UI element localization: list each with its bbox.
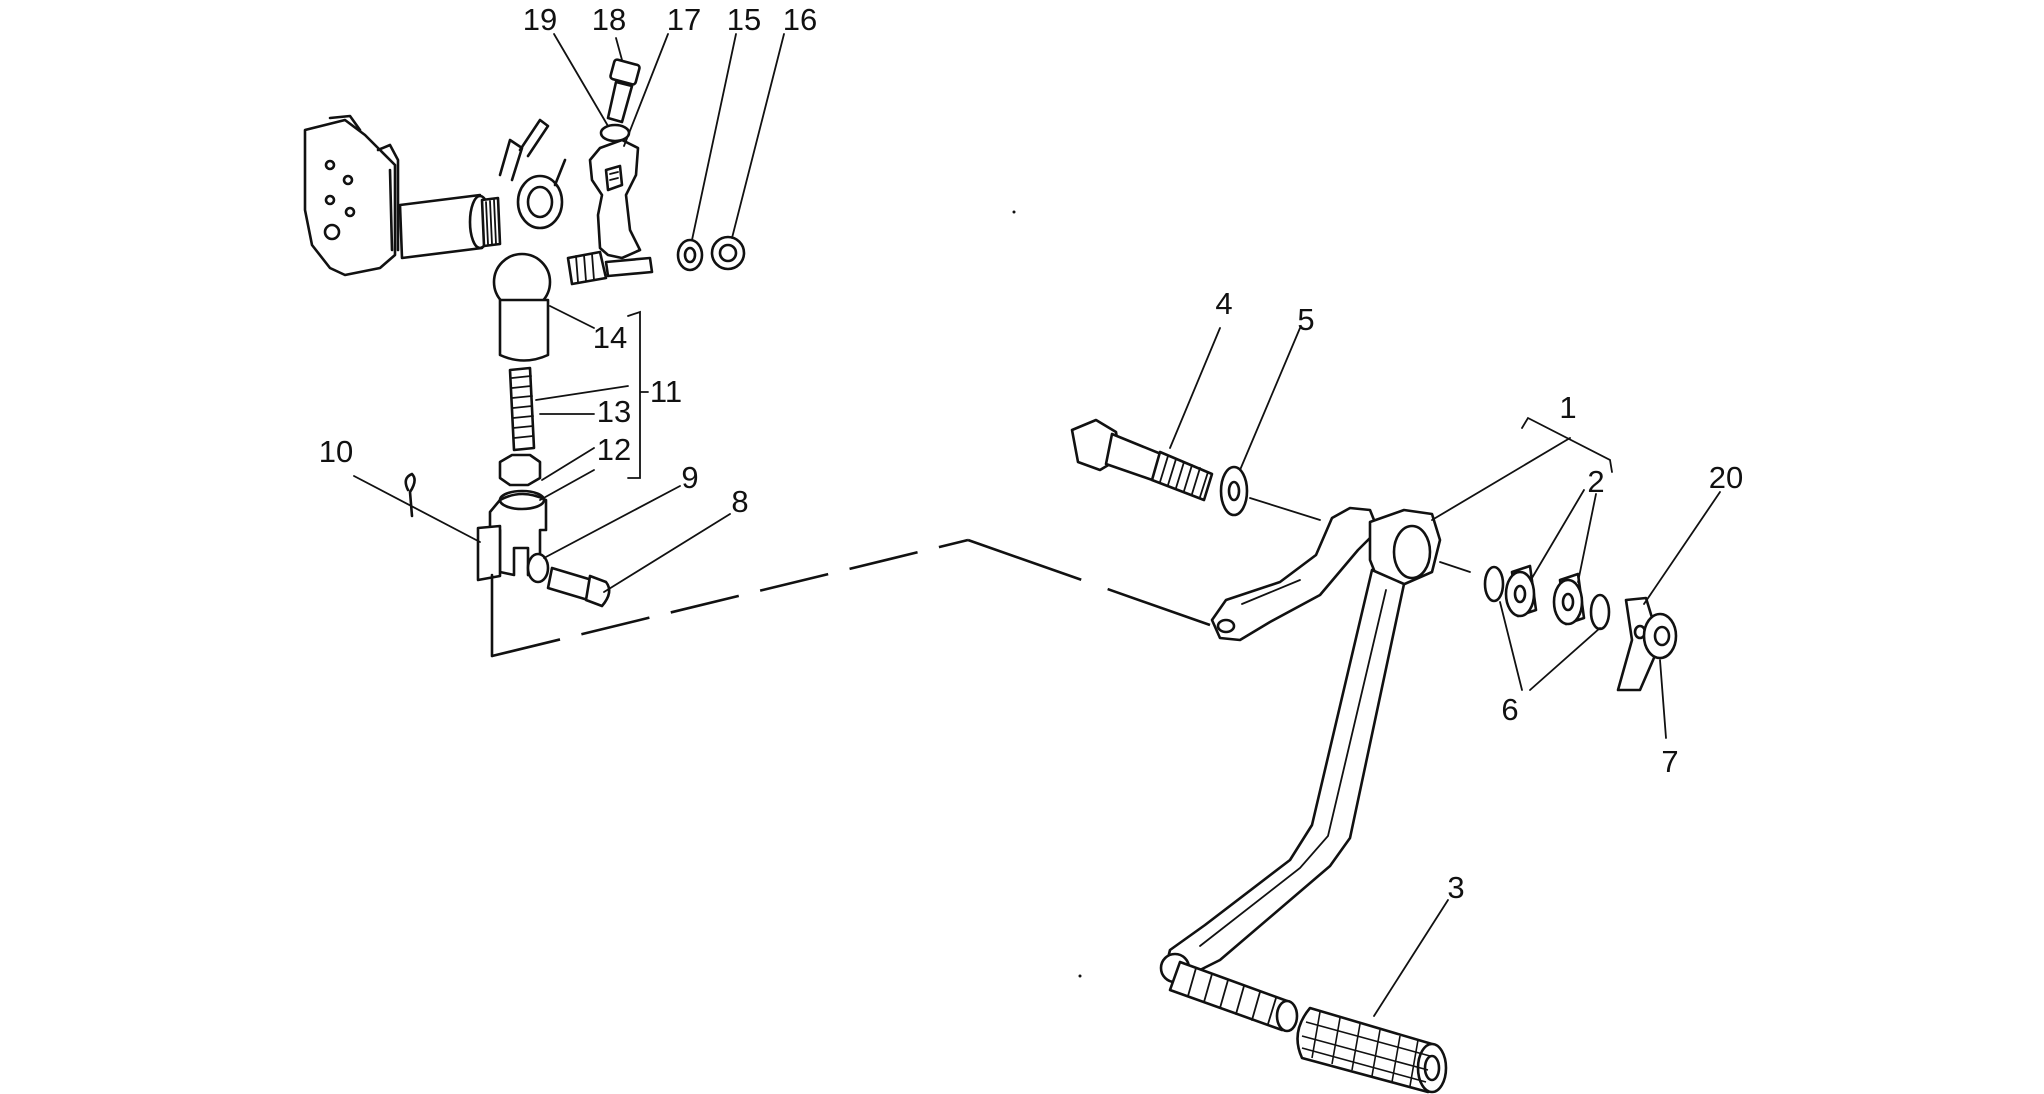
- callout-8: 8: [731, 484, 748, 519]
- nut-7: [1642, 612, 1678, 660]
- nut-12: [498, 453, 542, 487]
- selector-shaft-assembly: [303, 114, 567, 277]
- bolt-18: [606, 58, 641, 124]
- callout-2: 2: [1587, 464, 1604, 499]
- callout-4: 4: [1215, 286, 1232, 321]
- selector-lever: [588, 138, 642, 260]
- callout-9: 9: [681, 460, 698, 495]
- callout-6: 6: [1501, 692, 1518, 727]
- bushing-2b: [1552, 572, 1586, 626]
- callout-5: 5: [1297, 302, 1314, 337]
- callout-12: 12: [597, 432, 631, 467]
- linkage-line-2: [967, 538, 1211, 627]
- callout-16: 16: [783, 2, 817, 37]
- callout-13: 13: [597, 394, 631, 429]
- foot-peg-shaft: [1168, 960, 1299, 1033]
- leader-lines: [353, 33, 1721, 1017]
- callout-20: 20: [1709, 460, 1743, 495]
- brake-pedal-lever: [1159, 506, 1442, 984]
- clevis: [476, 489, 548, 582]
- linkage-line: [491, 538, 969, 658]
- callout-10: 10: [319, 434, 353, 469]
- washer-5: [1219, 465, 1249, 517]
- nut-16: [710, 235, 746, 271]
- washer-9: [526, 552, 550, 584]
- ball-joint-stud: [566, 250, 654, 286]
- circlip-6b: [1589, 593, 1611, 631]
- pivot-bolt-4: [1070, 418, 1214, 502]
- circlip-6a: [1483, 565, 1505, 603]
- callout-18: 18: [592, 2, 626, 37]
- callout-19: 19: [523, 2, 557, 37]
- ball-socket-14: [492, 252, 552, 362]
- callout-15: 15: [727, 2, 761, 37]
- clevis-pin-8: [546, 566, 611, 608]
- callout-11: 11: [650, 374, 682, 409]
- threaded-rod-13: [508, 366, 536, 452]
- callout-7: 7: [1661, 744, 1678, 779]
- bushing-2a: [1504, 564, 1538, 618]
- callout-17: 17: [667, 2, 701, 37]
- callout-1: 1: [1559, 390, 1576, 425]
- callout-labels: 19 18 17 15 16 14 11 13 12 10 9 8 4 5 1 …: [319, 2, 1743, 905]
- callout-3: 3: [1447, 870, 1464, 905]
- callout-14: 14: [593, 320, 627, 355]
- washer-19: [599, 123, 631, 143]
- cotter-pin-10: [404, 472, 416, 518]
- washer-15: [676, 238, 704, 272]
- rubber-grip-3: [1296, 1006, 1448, 1094]
